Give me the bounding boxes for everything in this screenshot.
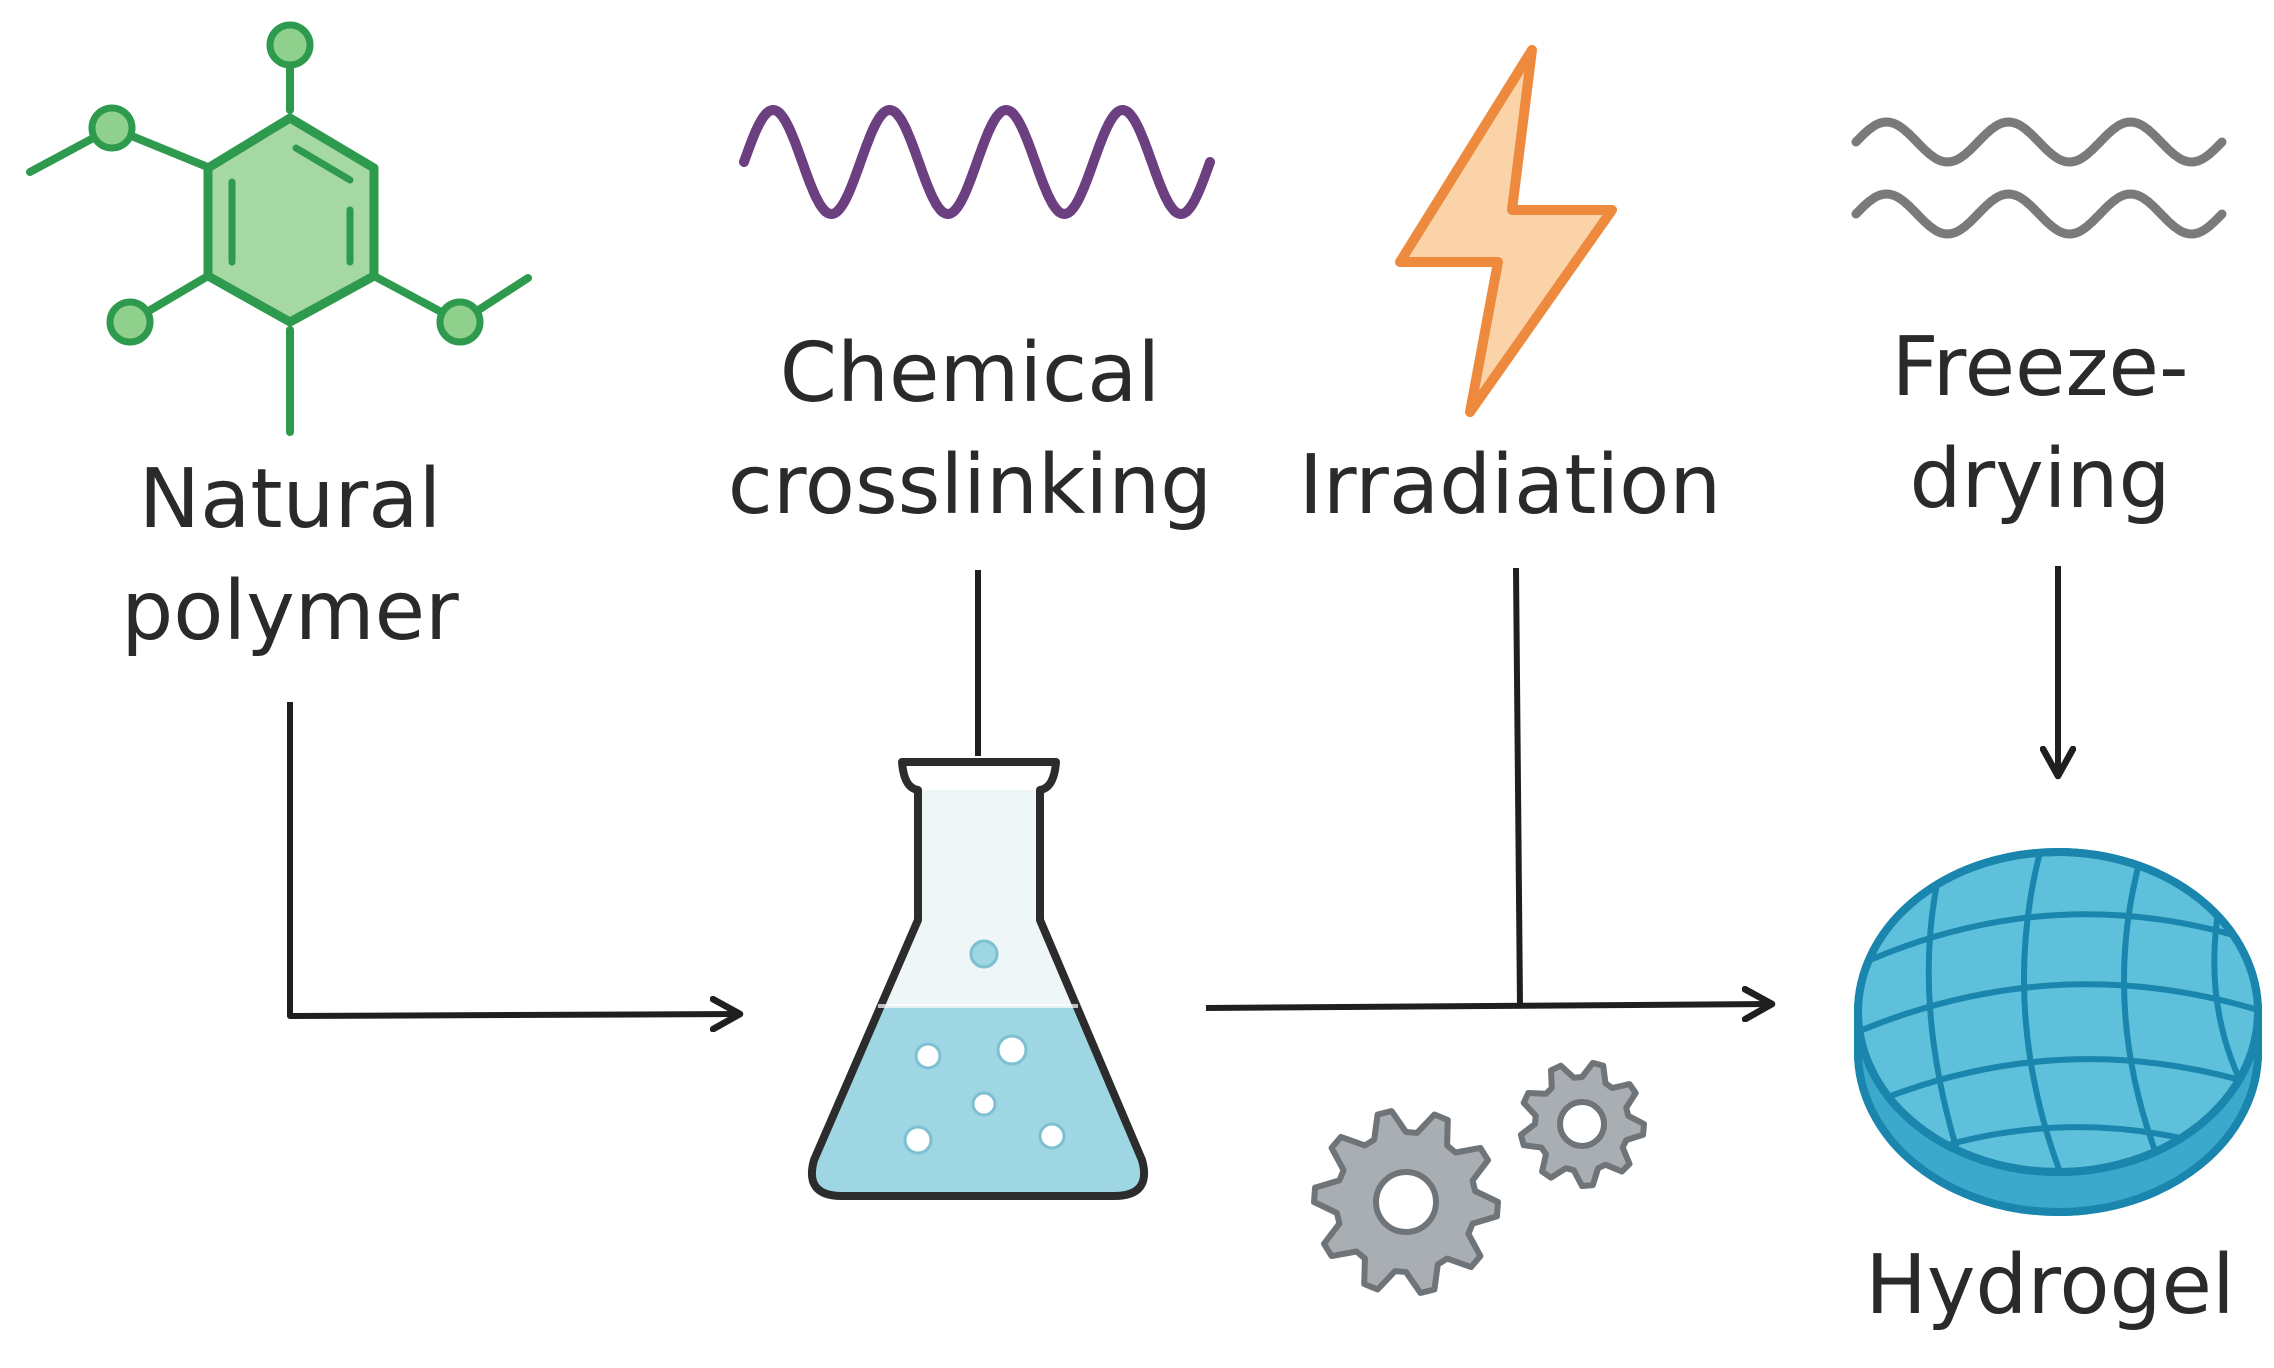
gear-hole [1557,1099,1607,1149]
label-line: Freeze- [1891,320,2189,415]
molecule-icon [26,21,532,436]
connector-natural-to-flask [287,702,740,1016]
label-irradiation: Irradiation [1260,430,1760,542]
label-natural-polymer: Natural polymer [40,444,540,668]
label-line: polymer [121,564,459,659]
double-wave-icon [1851,117,2227,239]
connector-flask-to-hydrogel [1205,1004,1772,1008]
connector-irradiation-to-line [1513,567,1523,1007]
lightning-bolt-icon [1395,45,1617,417]
label-line: Chemical [779,326,1161,421]
erlenmeyer-flask-icon [807,758,1149,1200]
label-line: Hydrogel [1865,1238,2235,1333]
label-chemical-crosslinking: Chemical crosslinking [690,318,1250,542]
gear-hole [1373,1169,1439,1235]
hydrogel-disc-icon [1854,848,2262,1216]
label-line: drying [1909,432,2171,527]
label-line: Natural [138,452,442,547]
label-line: Irradiation [1298,438,1722,533]
label-freeze-drying: Freeze- drying [1800,312,2274,536]
label-hydrogel: Hydrogel [1790,1230,2274,1342]
gears-icon [1311,1059,1647,1296]
wave-icon [739,105,1215,219]
label-line: crosslinking [727,438,1213,533]
